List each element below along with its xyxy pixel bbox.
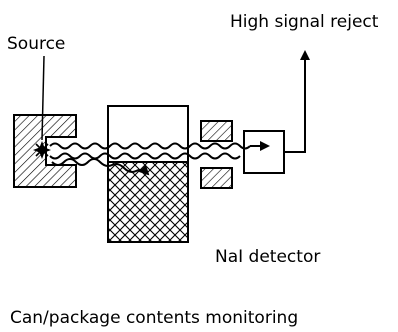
beam-wave-scatter (51, 158, 150, 176)
collimator-upper (200, 120, 233, 142)
source-label: Source (7, 34, 65, 54)
source-star-icon (33, 141, 51, 159)
detector-label: NaI detector (215, 247, 320, 267)
caption: Can/package contents monitoring (10, 308, 298, 328)
detector-box (243, 130, 285, 174)
beam-wave-upper (49, 142, 251, 150)
collimator-lower (200, 167, 233, 189)
reject-line (284, 50, 310, 153)
source-pointer (41, 55, 45, 141)
reject-label: High signal reject (230, 12, 379, 32)
beam-wave-middle (49, 152, 241, 160)
